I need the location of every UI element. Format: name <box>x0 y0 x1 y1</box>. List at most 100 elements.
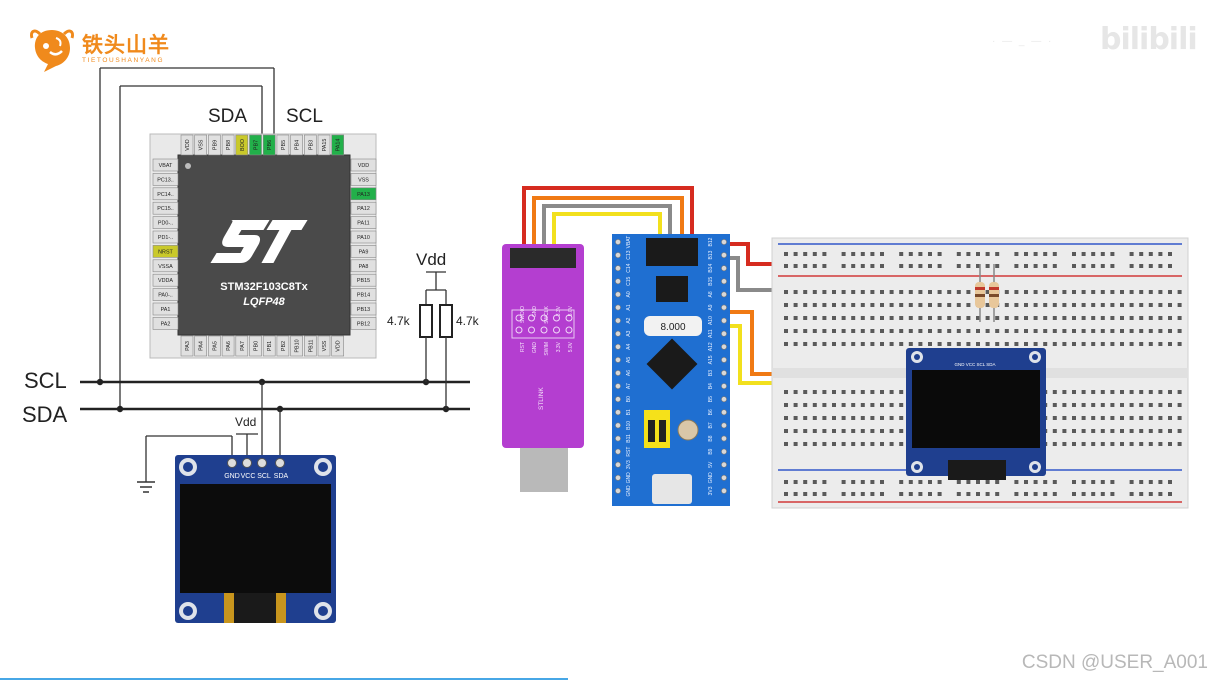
breadboard-hole <box>1100 264 1105 268</box>
breadboard-hole <box>803 403 808 407</box>
breadboard-hole <box>1072 429 1076 433</box>
breadboard-hole <box>1110 403 1115 407</box>
breadboard-hole <box>860 403 865 407</box>
stlink-hole <box>515 326 523 334</box>
breadboard-hole <box>803 252 808 256</box>
board-pin-label: A4 <box>626 344 632 350</box>
breadboard-hole <box>1100 329 1105 333</box>
chip-model: STM32F103C8Tx <box>220 281 308 293</box>
board-pin-label: C13 <box>626 250 632 259</box>
breadboard-hole <box>1120 390 1124 394</box>
breadboard-hole <box>1177 316 1182 320</box>
csdn-watermark: CSDN @USER_A001 <box>1021 652 1208 673</box>
breadboard-hole <box>1177 390 1182 394</box>
breadboard-hole <box>966 264 971 268</box>
breadboard-hole <box>870 303 875 307</box>
breadboard-hole <box>812 303 817 307</box>
breadboard-hole <box>889 442 894 446</box>
breadboard-hole <box>1177 403 1182 407</box>
breadboard-hole <box>841 290 846 294</box>
breadboard-hole <box>793 252 798 256</box>
breadboard-hole <box>1100 492 1105 496</box>
breadboard-hole <box>803 290 808 294</box>
breadboard-hole <box>899 390 904 394</box>
breadboard-hole <box>1091 342 1096 346</box>
breadboard-hole <box>1052 264 1057 268</box>
breadboard-hole <box>1158 329 1163 333</box>
breadboard-hole <box>918 290 923 294</box>
breadboard-hole <box>1062 342 1067 346</box>
scl-bus-label: SCL <box>24 368 67 393</box>
stlink-label: STLINK <box>538 387 545 410</box>
regulator <box>656 276 688 302</box>
chip-pin-label: PD1-.. <box>158 235 173 241</box>
breadboard-hole <box>1091 316 1096 320</box>
stlink-hole <box>540 314 548 322</box>
breadboard-hole <box>841 303 846 307</box>
brand-logo: 铁头山羊 TIETOUSHANYANG <box>26 24 170 74</box>
breadboard-hole <box>1100 390 1105 394</box>
board-pin-label: B3 <box>708 370 714 376</box>
oled2-screen <box>912 370 1040 448</box>
breadboard-hole <box>1043 492 1048 496</box>
breadboard-hole <box>918 316 923 320</box>
breadboard-hole <box>1120 403 1124 407</box>
breadboard-hole <box>1168 264 1172 268</box>
resistor-right <box>439 304 453 338</box>
breadboard-hole <box>860 492 865 496</box>
chip-pin-label: PB7 <box>254 140 260 150</box>
breadboard-hole <box>812 390 817 394</box>
breadboard-hole <box>822 342 827 346</box>
breadboard-hole <box>966 290 971 294</box>
breadboard-hole <box>1072 442 1076 446</box>
breadboard-hole <box>1139 390 1144 394</box>
board-pin <box>615 343 621 350</box>
chip-pin-label: PA6 <box>226 341 232 351</box>
breadboard-hole <box>870 403 875 407</box>
chip-pin-top <box>221 134 235 156</box>
breadboard-hole <box>1120 429 1124 433</box>
breadboard-hole <box>899 342 904 346</box>
breadboard-hole <box>1168 390 1172 394</box>
junction-dot <box>96 378 104 386</box>
breadboard-hole <box>832 290 836 294</box>
breadboard-hole <box>918 303 923 307</box>
chip-pin-label: PC13.. <box>157 177 173 183</box>
breadboard-hole <box>918 492 923 496</box>
breadboard-hole <box>1129 429 1134 433</box>
breadboard-hole <box>860 442 865 446</box>
breadboard-hole <box>976 492 980 496</box>
breadboard-hole <box>995 252 1000 256</box>
chip-pin-bottom <box>303 335 317 357</box>
breadboard-hole <box>1158 290 1163 294</box>
breadboard-hole <box>1014 264 1019 268</box>
breadboard-hole <box>1024 264 1028 268</box>
breadboard-hole <box>976 264 980 268</box>
breadboard-hole <box>870 442 875 446</box>
breadboard-hole <box>1100 316 1105 320</box>
oled-pin-sda: SDA <box>274 473 289 480</box>
watermark-user: · — _ — · <box>992 36 1054 47</box>
breadboard-hole <box>851 492 856 496</box>
resistor-right-value: 4.7k <box>456 314 480 328</box>
breadboard-hole <box>793 480 798 484</box>
breadboard-hole <box>937 264 942 268</box>
breadboard-hole <box>1168 303 1172 307</box>
reset-button <box>677 419 699 441</box>
breadboard-hole <box>1129 342 1134 346</box>
micro-usb-port <box>652 474 692 504</box>
breadboard-hole <box>1052 316 1057 320</box>
chip-pin-right <box>350 302 377 316</box>
chip-pin-left <box>152 259 179 273</box>
breadboard-hole <box>1024 480 1028 484</box>
breadboard-hole <box>1004 303 1009 307</box>
stlink-header <box>510 248 576 268</box>
breadboard-hole <box>1072 342 1076 346</box>
chip-pin-label: PD0-.. <box>158 221 173 227</box>
breadboard-hole <box>985 303 990 307</box>
breadboard-hole <box>1100 480 1105 484</box>
chip-pin-label: PA15 <box>322 139 328 152</box>
oled-module-board: GND VCC SCL SDA <box>906 348 1046 480</box>
breadboard-hole <box>1062 303 1067 307</box>
breadboard-hole <box>908 480 913 484</box>
